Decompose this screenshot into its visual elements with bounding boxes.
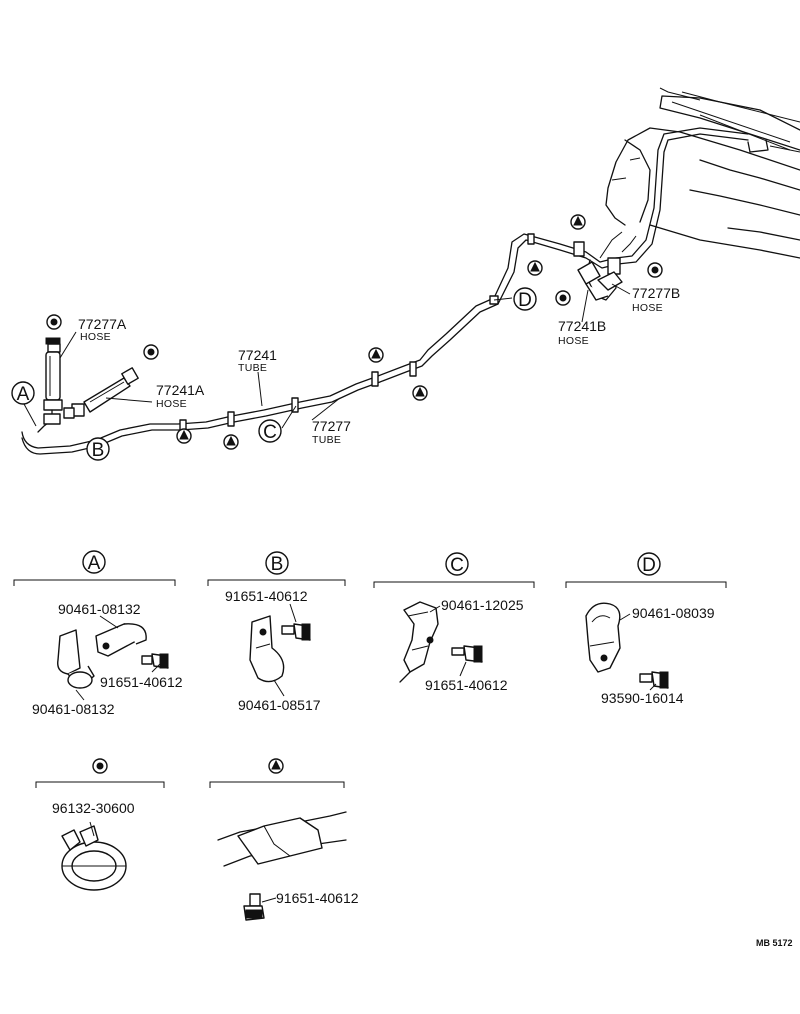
detail-c-label: C [450, 555, 464, 576]
detail-a-part-2: 91651-40612 [100, 674, 183, 690]
callout-d-label: D [518, 290, 532, 311]
tube-clamps [179, 233, 621, 435]
detail-b-part-2: 90461-08517 [238, 697, 321, 713]
triangle-marker [176, 428, 192, 444]
engine-outline [605, 87, 800, 259]
hose-77241a-drawing [63, 367, 139, 419]
triangle-marker [412, 385, 428, 401]
triangle-marker [570, 214, 586, 230]
callout-b-label: B [92, 440, 105, 461]
label-77241b-number: 77241B [558, 318, 606, 334]
detail-a-part-3: 90461-08132 [32, 701, 115, 717]
callout-d: D [513, 287, 537, 311]
detail-c: C 90461-12025 91651-40612 [373, 552, 535, 693]
detail-d-part-1: 90461-08039 [632, 605, 715, 621]
label-77241a-kind: HOSE [156, 398, 187, 410]
hose-77241b-drawing [577, 261, 623, 301]
label-77241b-kind: HOSE [558, 335, 589, 347]
clip-marker [143, 344, 159, 360]
detail-d-part-2: 93590-16014 [601, 690, 684, 706]
hose-77277a-drawing [37, 337, 63, 433]
detail-a-label: A [88, 553, 101, 574]
label-77277-number: 77277 [312, 418, 351, 434]
label-77277b-number: 77277B [632, 285, 680, 301]
detail-b-part-1: 91651-40612 [225, 588, 308, 604]
callout-c: C [258, 419, 282, 443]
detail-triangle: 91651-40612 [209, 758, 359, 921]
detail-clip: 96132-30600 [35, 758, 165, 891]
detail-a-part-1: 90461-08132 [58, 601, 141, 617]
label-77277b-kind: HOSE [632, 302, 663, 314]
detail-d-label: D [642, 555, 656, 576]
detail-c-part-1: 90461-12025 [441, 597, 524, 613]
detail-b-label: B [271, 554, 284, 575]
label-77277-kind: TUBE [312, 434, 341, 446]
detail-triangle-part-1: 91651-40612 [276, 890, 359, 906]
callout-c-label: C [263, 422, 277, 443]
detail-a: A 90461-08132 91651-40612 90461-08132 [13, 550, 183, 717]
label-77277a-kind: HOSE [80, 331, 111, 343]
label-77241a-number: 77241A [156, 382, 205, 398]
callout-b: B [86, 437, 110, 461]
triangle-marker [527, 260, 543, 276]
label-77277a-number: 77277A [78, 316, 127, 332]
label-77241-number: 77241 [238, 347, 277, 363]
detail-clip-part-1: 96132-30600 [52, 800, 135, 816]
triangle-marker [223, 434, 239, 450]
triangle-marker [368, 347, 384, 363]
clip-marker [555, 290, 571, 306]
label-77241-kind: TUBE [238, 362, 267, 374]
clip-marker [46, 314, 62, 330]
detail-c-part-2: 91651-40612 [425, 677, 508, 693]
triangle-markers [176, 214, 586, 450]
detail-d: D 90461-08039 93590-16014 [565, 552, 727, 706]
reference-code: MB 5172 [756, 938, 793, 948]
leader-lines [23, 283, 631, 429]
clip-markers [46, 262, 663, 360]
detail-b: B 91651-40612 90461-08517 [207, 551, 346, 713]
callout-a: A [11, 381, 35, 405]
callout-a-label: A [17, 384, 30, 405]
clip-marker [647, 262, 663, 278]
